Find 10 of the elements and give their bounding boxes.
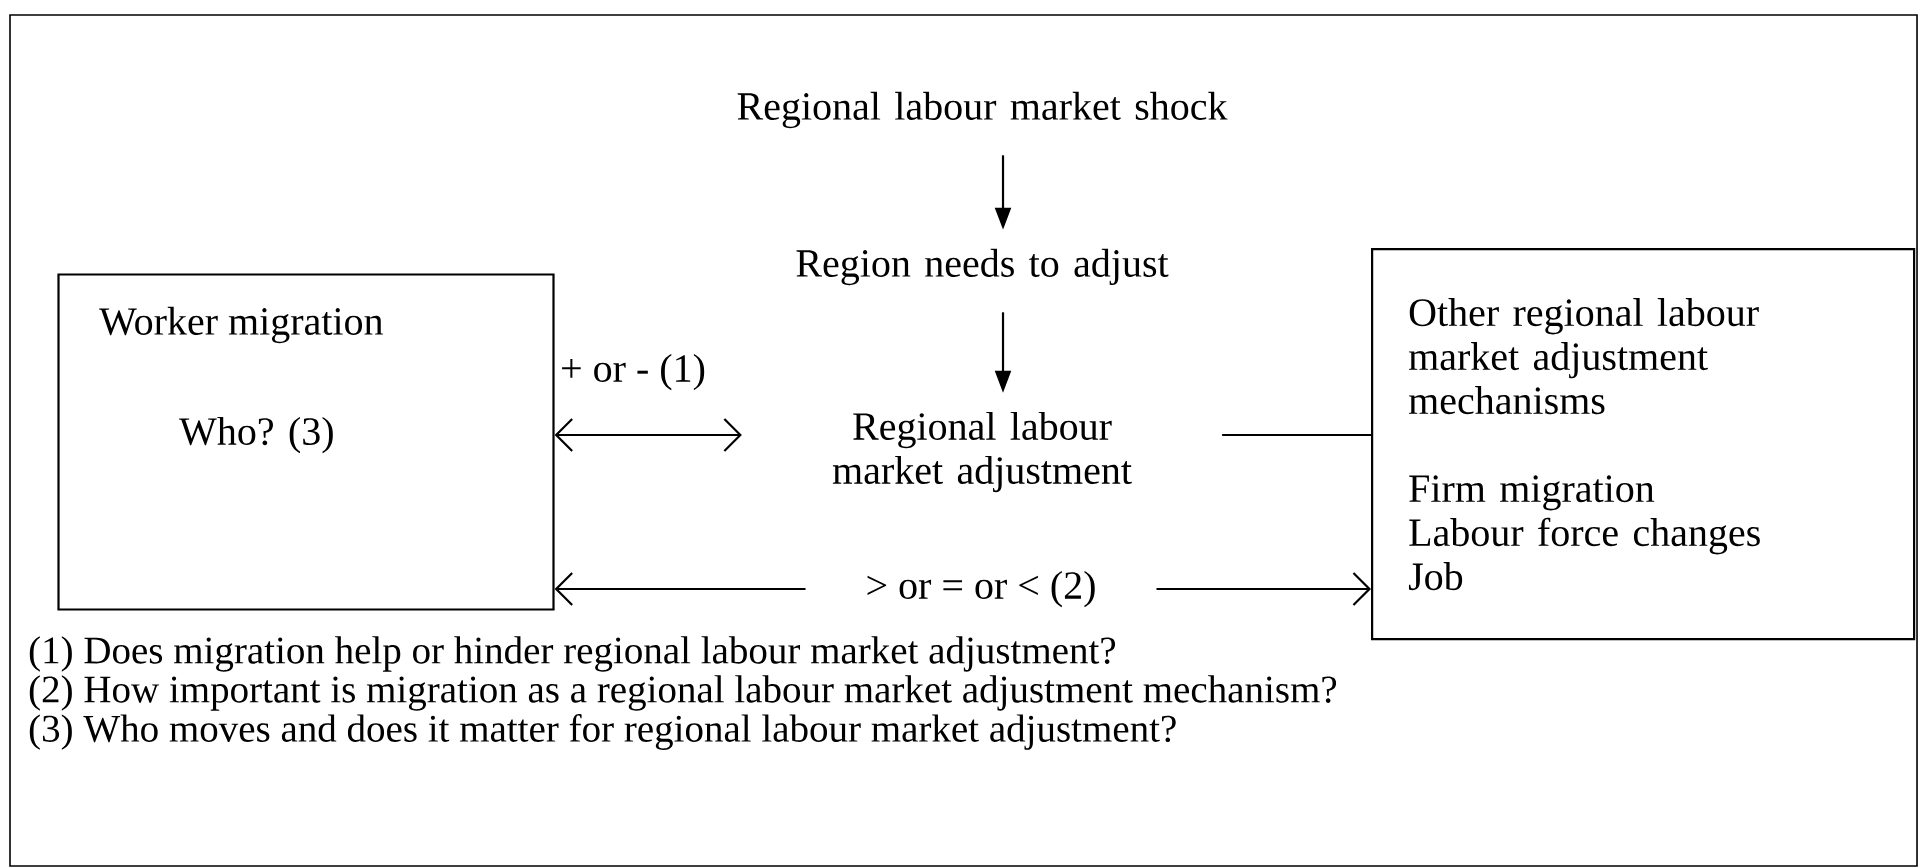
edge-label: > or = or < (2) [867, 570, 1095, 608]
process-box: Worker migration Who? (3) [57, 273, 555, 611]
edge-label: + or - (1) [562, 353, 705, 391]
process-box: Other regional labour market adjustment mechanisms Firm migration Labour force changes Job [1371, 248, 1916, 641]
note: (3) Who moves and does it matter for regional labour market adjustment? [29, 714, 1176, 750]
text-label: Region needs to adjust [796, 248, 1169, 286]
text-label: Regional labour market shock [737, 91, 1228, 129]
note: (2) How important is migration as a regional labour market adjustment mechanism? [29, 675, 1337, 711]
arrow [554, 418, 742, 452]
text-label: Regional labour market adjustment [832, 411, 1132, 493]
